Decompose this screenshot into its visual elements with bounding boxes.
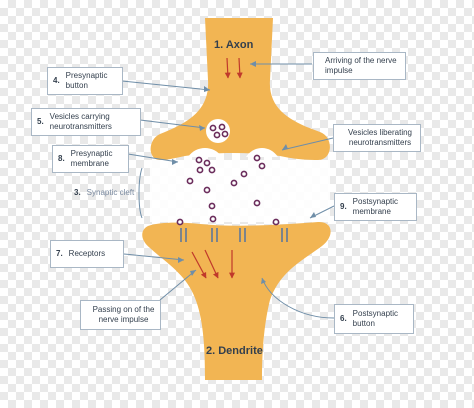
membrane-pocket [188,148,222,157]
callout-passing-on: Passing on of the nerve impulse [80,300,161,330]
callout-presynaptic-button: 4. Presynaptic button [47,67,123,95]
callout-synaptic-cleft: 3. Synaptic cleft [74,187,135,197]
membrane-pocket [246,148,278,157]
leader-lines [121,63,335,319]
callout-arriving: Arriving of the nerve impulse [313,52,406,80]
dendrite-title: 2. Dendrite [206,345,263,357]
receptors-group [180,228,288,242]
vesicles [176,123,280,226]
callout-vesicles-liberating: Vesicles liberating neurotransmitters [333,124,421,152]
axon-title: 1. Axon [214,39,254,51]
callout-receptors: 7. Receptors [50,240,124,268]
axon-shape [150,18,330,160]
leader-arrowheads [172,61,316,284]
impulse-arrows [191,57,243,279]
callout-vesicles-carrying: 5. Vesicles carrying neurotransmitters [31,108,141,136]
callout-postsynaptic-button: 6. Postsynaptic button [334,304,414,334]
callout-presynaptic-membrane: 8. Presynaptic membrane [52,145,129,173]
synaptic-cleft-gap [150,160,330,222]
callout-postsynaptic-membrane: 9. Postsynaptic membrane [334,193,417,221]
dendrite-shape [142,221,331,380]
